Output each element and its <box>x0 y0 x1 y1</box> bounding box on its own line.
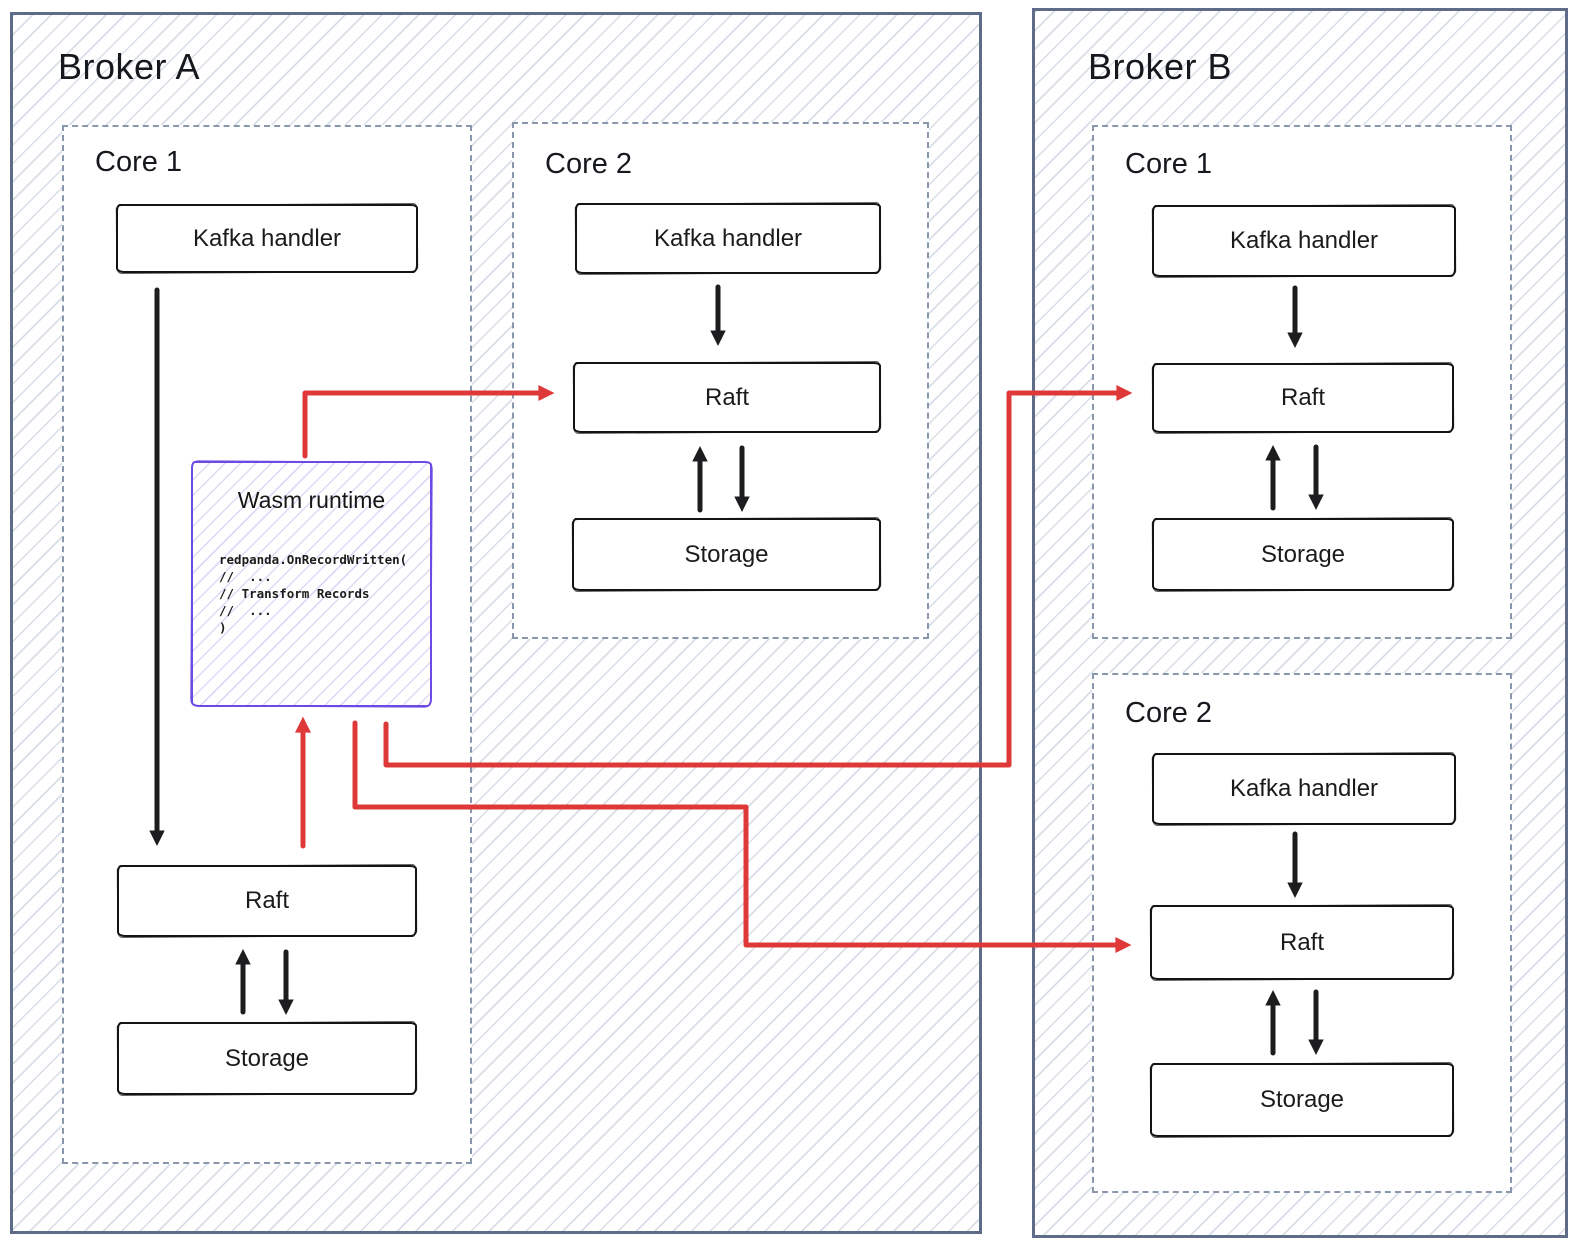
node-label: Storage <box>1260 540 1346 568</box>
code-line: // ... <box>219 569 272 584</box>
broker-b-core-1-raft-node: Raft <box>1152 363 1454 433</box>
broker-a-core-2-raft-node: Raft <box>573 362 881 433</box>
broker-b-core-1-kafka-handler-node: Kafka handler <box>1152 205 1456 277</box>
broker-b-core-2-kafka-handler-node: Kafka handler <box>1152 753 1456 825</box>
broker-b-core-1-title: Core 1 <box>1125 148 1213 180</box>
code-line: // Transform Records <box>219 586 370 601</box>
node-label: Raft <box>1279 928 1324 956</box>
broker-a-core-1-title: Core 1 <box>95 146 183 178</box>
broker-b-core-2-title: Core 2 <box>1125 697 1213 729</box>
node-label: Kafka handler <box>1229 775 1379 802</box>
node-label: Raft <box>244 887 289 914</box>
broker-b-core-2-raft-node: Raft <box>1150 905 1454 980</box>
node-label: Raft <box>704 383 749 411</box>
broker-a-core-1-storage-node: Storage <box>117 1022 417 1095</box>
node-label: Kafka handler <box>653 224 803 252</box>
wasm-code-block: redpanda.OnRecordWritten( // ... // Tran… <box>219 551 407 636</box>
node-label: Storage <box>1259 1086 1345 1113</box>
broker-b-core-2-storage-node: Storage <box>1150 1063 1454 1137</box>
node-label: Kafka handler <box>1229 227 1379 254</box>
broker-a-title: Broker A <box>58 46 201 87</box>
broker-a-core-2-title: Core 2 <box>545 148 633 180</box>
code-line: ) <box>219 620 227 635</box>
code-line: redpanda.OnRecordWritten( <box>219 552 408 567</box>
wasm-runtime-title: Wasm runtime <box>237 487 386 513</box>
broker-a-core-1-kafka-handler-node: Kafka handler <box>116 204 418 273</box>
code-line: // ... <box>219 603 272 618</box>
node-label: Storage <box>684 540 769 568</box>
node-label: Raft <box>1280 384 1325 411</box>
broker-b-core-1-storage-node: Storage <box>1152 518 1454 591</box>
broker-a-core-1-raft-node: Raft <box>117 865 417 937</box>
wasm-runtime-node: Wasm runtime redpanda.OnRecordWritten( /… <box>191 461 432 707</box>
broker-b-title: Broker B <box>1088 46 1233 87</box>
broker-a-core-2-storage-node: Storage <box>572 518 881 591</box>
broker-a-core-2-kafka-handler-node: Kafka handler <box>575 203 881 274</box>
node-label: Storage <box>224 1044 310 1072</box>
node-label: Kafka handler <box>192 224 342 252</box>
